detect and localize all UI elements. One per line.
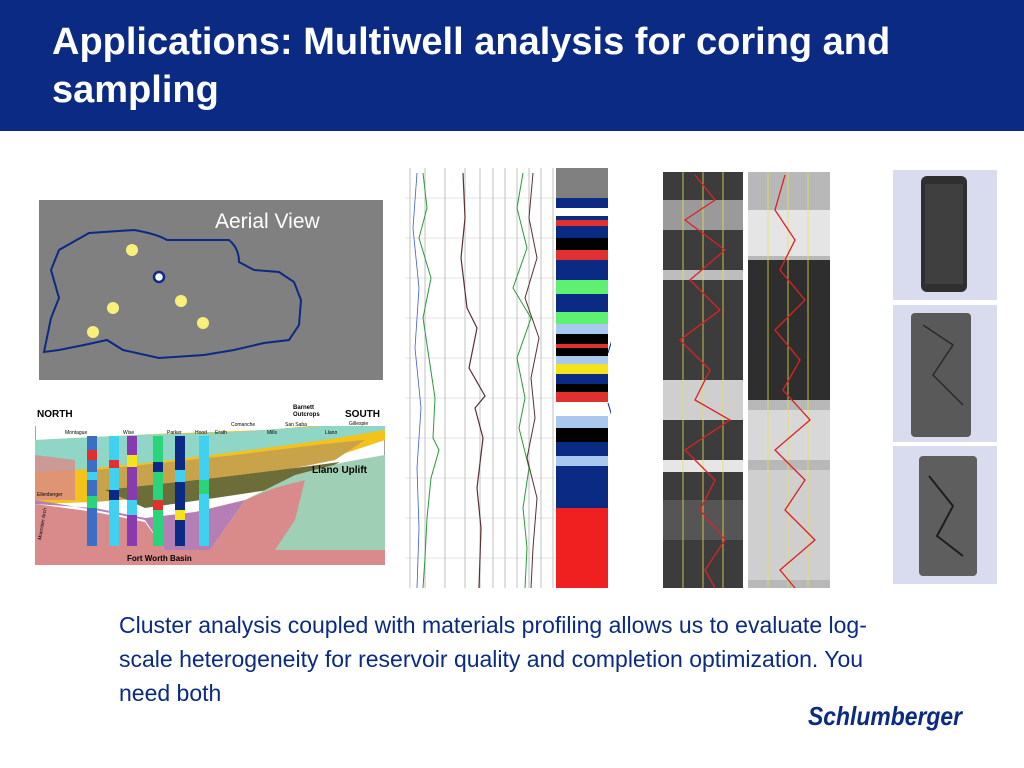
montague-label: Montague: [65, 430, 87, 436]
llano-uplift-label: Llano Uplift: [312, 465, 368, 476]
south-label: SOUTH: [345, 409, 380, 420]
svg-text:Barnett: Barnett: [293, 405, 314, 411]
muenster-arch-label: Muenster Arch: [37, 507, 49, 540]
gillespie-label: Gillespie: [349, 421, 368, 427]
slide-caption: Cluster analysis coupled with materials …: [119, 612, 867, 706]
core-plug-photo-2: [893, 305, 997, 442]
core-plug-photo-3: [893, 446, 997, 584]
fort-worth-basin-label: Fort Worth Basin: [127, 554, 192, 563]
erath-label: Erath: [215, 430, 227, 436]
core-plug-photo-1: [893, 170, 997, 300]
aerial-view-map: Aerial View: [39, 200, 383, 380]
svg-text:Outcrops: Outcrops: [293, 412, 320, 418]
geologic-cross-section: NORTH SOUTH Barnett Outcrops Gillespie M…: [34, 399, 386, 566]
core-photo-drawing: [655, 170, 865, 590]
svg-text:Schlumberger: Schlumberger: [808, 701, 964, 731]
wise-label: Wise: [123, 430, 134, 436]
aerial-map-drawing: [42, 228, 303, 360]
cored-well-marker: [152, 270, 166, 284]
mills-label: Mills: [267, 430, 277, 436]
title-bar: Applications: Multiwell analysis for cor…: [0, 0, 1024, 131]
cross-section-drawing: NORTH SOUTH Barnett Outcrops Gillespie M…: [34, 399, 386, 566]
well-dot: [87, 326, 99, 338]
schlumberger-logo: Schlumberger: [806, 695, 966, 737]
well-dot: [126, 244, 138, 256]
llano-label: Llano: [325, 430, 337, 436]
ellenberger-label: Ellenberger: [37, 492, 63, 498]
well-log-tracks: [405, 168, 664, 589]
slide-title: Applications: Multiwell analysis for cor…: [52, 21, 891, 111]
comanche-label: Comanche: [231, 422, 255, 428]
well-dot: [197, 317, 209, 329]
core-photo-profiles: [655, 170, 865, 590]
san-saba-label: San Saba: [285, 422, 307, 428]
field-boundary: [42, 228, 303, 360]
well-log-drawing: [405, 168, 664, 589]
north-label: NORTH: [37, 409, 73, 420]
well-dot: [107, 302, 119, 314]
hood-label: Hood: [195, 430, 207, 436]
aerial-view-label: Aerial View: [215, 210, 320, 233]
well-dot: [175, 295, 187, 307]
parker-label: Parker: [167, 430, 182, 436]
